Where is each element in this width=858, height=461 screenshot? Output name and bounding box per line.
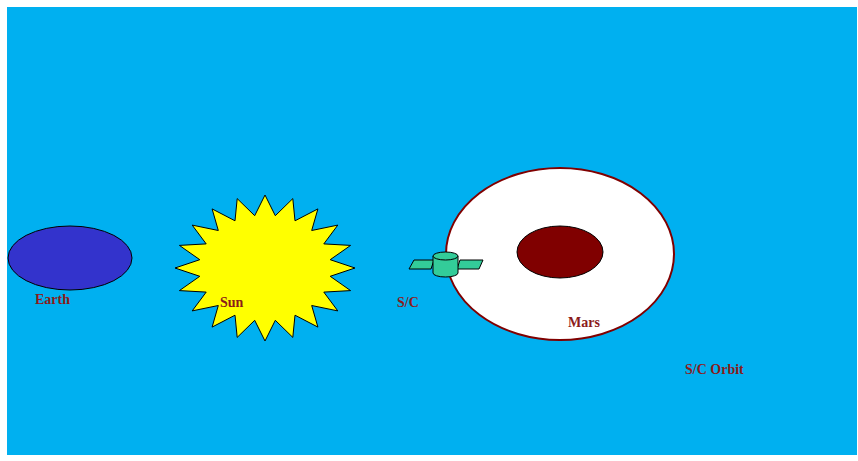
spacecraft-orbit [446,168,674,340]
space-background [7,7,857,455]
planet-label: Mars [568,315,600,331]
solar-panel [457,260,483,269]
spacecraft-top [433,252,458,260]
planet-label: Earth [35,292,70,308]
orbit-label: S/C Orbit [685,362,744,378]
spacecraft [409,252,483,277]
spacecraft-label: S/C [397,295,419,311]
sun-star [175,195,355,341]
mars-planet [517,226,603,278]
sun-label: Sun [220,295,243,311]
earth-planet [8,226,132,290]
solar-panel [409,260,434,269]
